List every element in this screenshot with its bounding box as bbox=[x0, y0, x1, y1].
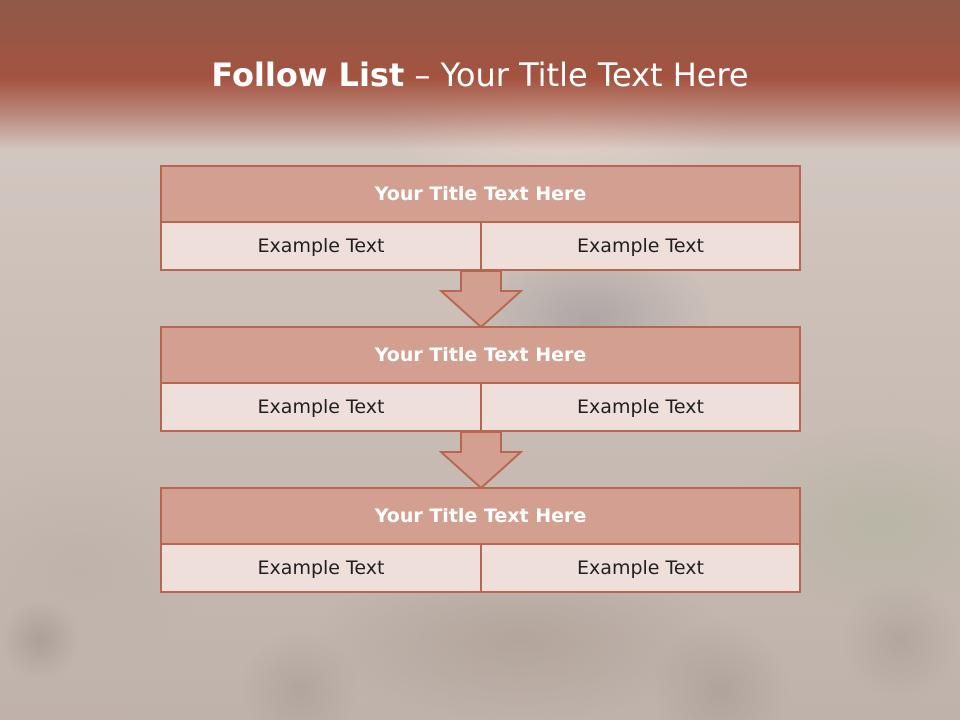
step-1-row: Example Text Example Text bbox=[162, 223, 799, 269]
step-3-title: Your Title Text Here bbox=[162, 489, 799, 545]
step-3-left-text: Example Text bbox=[162, 545, 480, 591]
step-1-title: Your Title Text Here bbox=[162, 167, 799, 223]
slide-title: Follow List – Your Title Text Here bbox=[0, 54, 960, 96]
step-1-left-text: Example Text bbox=[162, 223, 480, 269]
down-arrow-icon bbox=[439, 431, 523, 489]
step-1-right-text: Example Text bbox=[480, 223, 799, 269]
step-box-1: Your Title Text Here Example Text Exampl… bbox=[160, 165, 801, 271]
slide-title-rest: – Your Title Text Here bbox=[404, 56, 749, 94]
down-arrow-icon bbox=[439, 270, 523, 328]
step-2-left-text: Example Text bbox=[162, 384, 480, 430]
step-3-right-text: Example Text bbox=[480, 545, 799, 591]
step-3-row: Example Text Example Text bbox=[162, 545, 799, 591]
slide-title-strong: Follow List bbox=[211, 56, 405, 94]
step-2-title: Your Title Text Here bbox=[162, 328, 799, 384]
step-2-right-text: Example Text bbox=[480, 384, 799, 430]
step-box-3: Your Title Text Here Example Text Exampl… bbox=[160, 487, 801, 593]
step-2-row: Example Text Example Text bbox=[162, 384, 799, 430]
header-band bbox=[0, 0, 960, 150]
step-box-2: Your Title Text Here Example Text Exampl… bbox=[160, 326, 801, 432]
